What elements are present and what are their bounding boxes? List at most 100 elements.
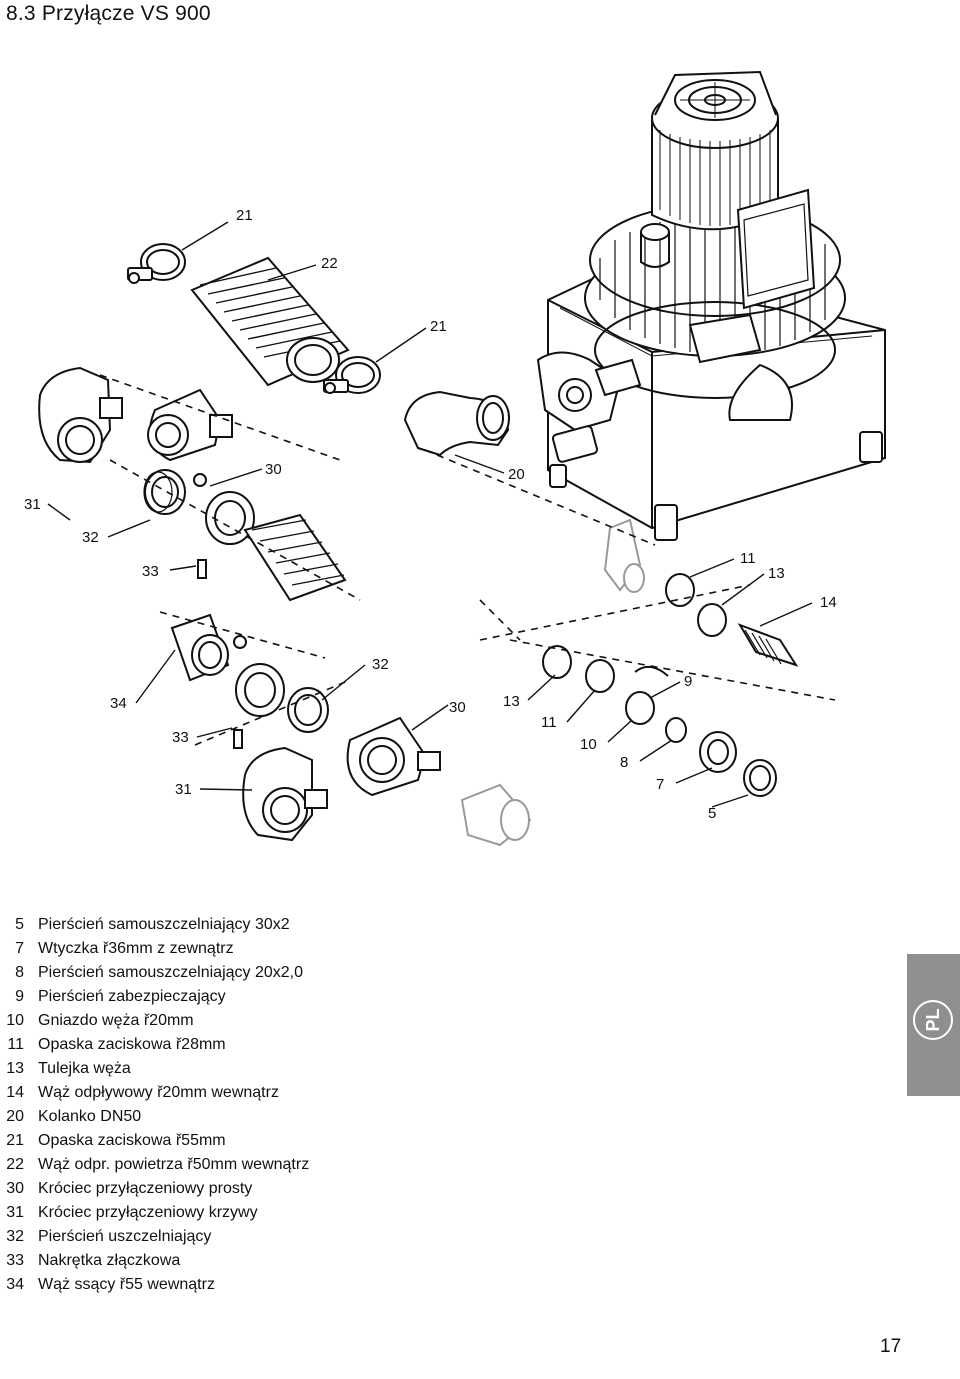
suction-hose-34-lower xyxy=(170,613,230,682)
list-item: 21 Opaska zaciskowa ř55mm xyxy=(0,1129,600,1153)
list-item: 13 Tulejka węża xyxy=(0,1057,600,1081)
part-number: 22 xyxy=(6,1156,24,1173)
part-number: 13 xyxy=(6,1060,24,1077)
angled-connector-31-upper-left xyxy=(38,366,123,464)
callout-5: 5 xyxy=(708,805,716,822)
part-description: Wąż odpływowy ř20mm wewnątrz xyxy=(38,1084,279,1101)
list-item: 34 Wąż ssący ř55 wewnątrz xyxy=(0,1273,600,1297)
part-description: Wąż ssący ř55 wewnątrz xyxy=(38,1276,215,1293)
callout-33: 33 xyxy=(172,729,189,746)
callout-numbers: 21 22 21 30 20 31 32 33 11 13 14 32 34 3… xyxy=(24,207,837,822)
list-item: 5 Pierścień samouszczelniający 30x2 xyxy=(0,913,600,937)
assembly-guide-lines xyxy=(99,374,836,746)
exhaust-hose-22 xyxy=(190,256,350,387)
callout-31: 31 xyxy=(24,496,41,513)
callout-8: 8 xyxy=(620,754,628,771)
sealing-ring-32-upper xyxy=(143,469,186,515)
parts-list: 5 Pierścień samouszczelniający 30x2 7 Wtyc… xyxy=(0,913,600,1297)
part-number: 9 xyxy=(15,988,24,1005)
list-item: 31 Króciec przyłączeniowy krzywy xyxy=(0,1201,600,1225)
part-number: 14 xyxy=(6,1084,24,1101)
list-item: 33 Nakrętka złączkowa xyxy=(0,1249,600,1273)
drain-parts-upper xyxy=(603,518,799,667)
part-description: Tulejka węża xyxy=(38,1060,131,1077)
list-item: 14 Wąż odpływowy ř20mm wewnątrz xyxy=(0,1081,600,1105)
callout-9: 9 xyxy=(684,673,692,690)
part-number: 34 xyxy=(6,1276,24,1293)
callout-21: 21 xyxy=(430,318,447,335)
callout-21: 21 xyxy=(236,207,253,224)
list-item: 32 Pierścień uszczelniający xyxy=(0,1225,600,1249)
list-item: 7 Wtyczka ř36mm z zewnątrz xyxy=(0,937,600,961)
callout-34: 34 xyxy=(110,695,127,712)
hose-clamp-21-upper xyxy=(127,243,186,284)
elbow-20 xyxy=(403,390,510,457)
callout-13: 13 xyxy=(503,693,520,710)
union-nut-33-upper xyxy=(193,473,255,579)
part-number: 7 xyxy=(15,940,24,957)
callout-20: 20 xyxy=(508,466,525,483)
callout-22: 22 xyxy=(321,255,338,272)
list-item: 10 Gniazdo węża ř20mm xyxy=(0,1009,600,1033)
unit-motor xyxy=(584,70,846,421)
leader-lines xyxy=(47,221,813,808)
suction-hose-34-upper xyxy=(243,513,347,602)
part-description: Nakrętka złączkowa xyxy=(38,1252,181,1269)
part-description: Kolanko DN50 xyxy=(38,1108,142,1125)
callout-33: 33 xyxy=(142,563,159,580)
part-description: Króciec przyłączeniowy prosty xyxy=(38,1180,253,1197)
part-description: Pierścień samouszczelniający 20x2,0 xyxy=(38,964,304,981)
callout-31: 31 xyxy=(175,781,192,798)
part-description: Pierścień zabezpieczający xyxy=(38,988,226,1005)
unit-inlet-connector xyxy=(536,351,642,463)
page-number: 17 xyxy=(880,1336,902,1357)
part-number: 8 xyxy=(15,964,24,981)
language-tab: PL xyxy=(907,954,960,1096)
callout-30: 30 xyxy=(265,461,282,478)
part-number: 11 xyxy=(7,1036,24,1053)
part-description: Opaska zaciskowa ř55mm xyxy=(38,1132,226,1149)
part-number: 31 xyxy=(6,1204,24,1221)
exploded-assembly-drawing: 21 22 21 30 20 31 32 33 11 13 14 32 34 3… xyxy=(24,70,886,847)
part-number: 5 xyxy=(15,916,24,933)
callout-14: 14 xyxy=(820,594,837,611)
straight-connector-30-lower xyxy=(346,716,441,797)
list-item: 20 Kolanko DN50 xyxy=(0,1105,600,1129)
part-description: Króciec przyłączeniowy krzywy xyxy=(38,1204,258,1221)
part-description: Wtyczka ř36mm z zewnątrz xyxy=(38,940,234,957)
part-number: 32 xyxy=(6,1228,24,1245)
part-description: Opaska zaciskowa ř28mm xyxy=(38,1036,226,1053)
hose-clamp-21-lower xyxy=(323,356,381,394)
list-item: 9 Pierścień zabezpieczający xyxy=(0,985,600,1009)
part-description: Pierścień samouszczelniający 30x2 xyxy=(38,916,290,933)
callout-11: 11 xyxy=(541,714,557,731)
part-number: 10 xyxy=(6,1012,24,1029)
drain-parts-lower xyxy=(542,645,777,797)
callout-30: 30 xyxy=(449,699,466,716)
callout-10: 10 xyxy=(580,736,597,753)
part-number: 20 xyxy=(6,1108,24,1125)
straight-connector-30-upper xyxy=(147,388,233,462)
union-nut-33-lower xyxy=(233,635,285,749)
connector-7-grey xyxy=(460,783,532,847)
list-item: 30 Króciec przyłączeniowy prosty xyxy=(0,1177,600,1201)
part-number: 33 xyxy=(6,1252,24,1269)
sealing-ring-32-lower xyxy=(287,687,329,733)
part-description: Pierścień uszczelniający xyxy=(38,1228,212,1245)
angled-connector-31-lower xyxy=(242,746,328,842)
part-description: Gniazdo węża ř20mm xyxy=(38,1012,194,1029)
callout-13: 13 xyxy=(768,565,785,582)
callout-32: 32 xyxy=(82,529,99,546)
list-item: 8 Pierścień samouszczelniający 20x2,0 xyxy=(0,961,600,985)
callout-32: 32 xyxy=(372,656,389,673)
part-number: 30 xyxy=(6,1180,24,1197)
page-title: 8.3 Przyłącze VS 900 xyxy=(6,2,211,25)
callout-7: 7 xyxy=(656,776,664,793)
language-badge: PL xyxy=(913,1000,953,1040)
part-number: 21 xyxy=(6,1132,24,1149)
part-description: Wąż odpr. powietrza ř50mm wewnątrz xyxy=(38,1156,310,1173)
list-item: 22 Wąż odpr. powietrza ř50mm wewnątrz xyxy=(0,1153,600,1177)
callout-11: 11 xyxy=(740,550,756,567)
language-code: PL xyxy=(923,1008,943,1032)
list-item: 11 Opaska zaciskowa ř28mm xyxy=(0,1033,600,1057)
